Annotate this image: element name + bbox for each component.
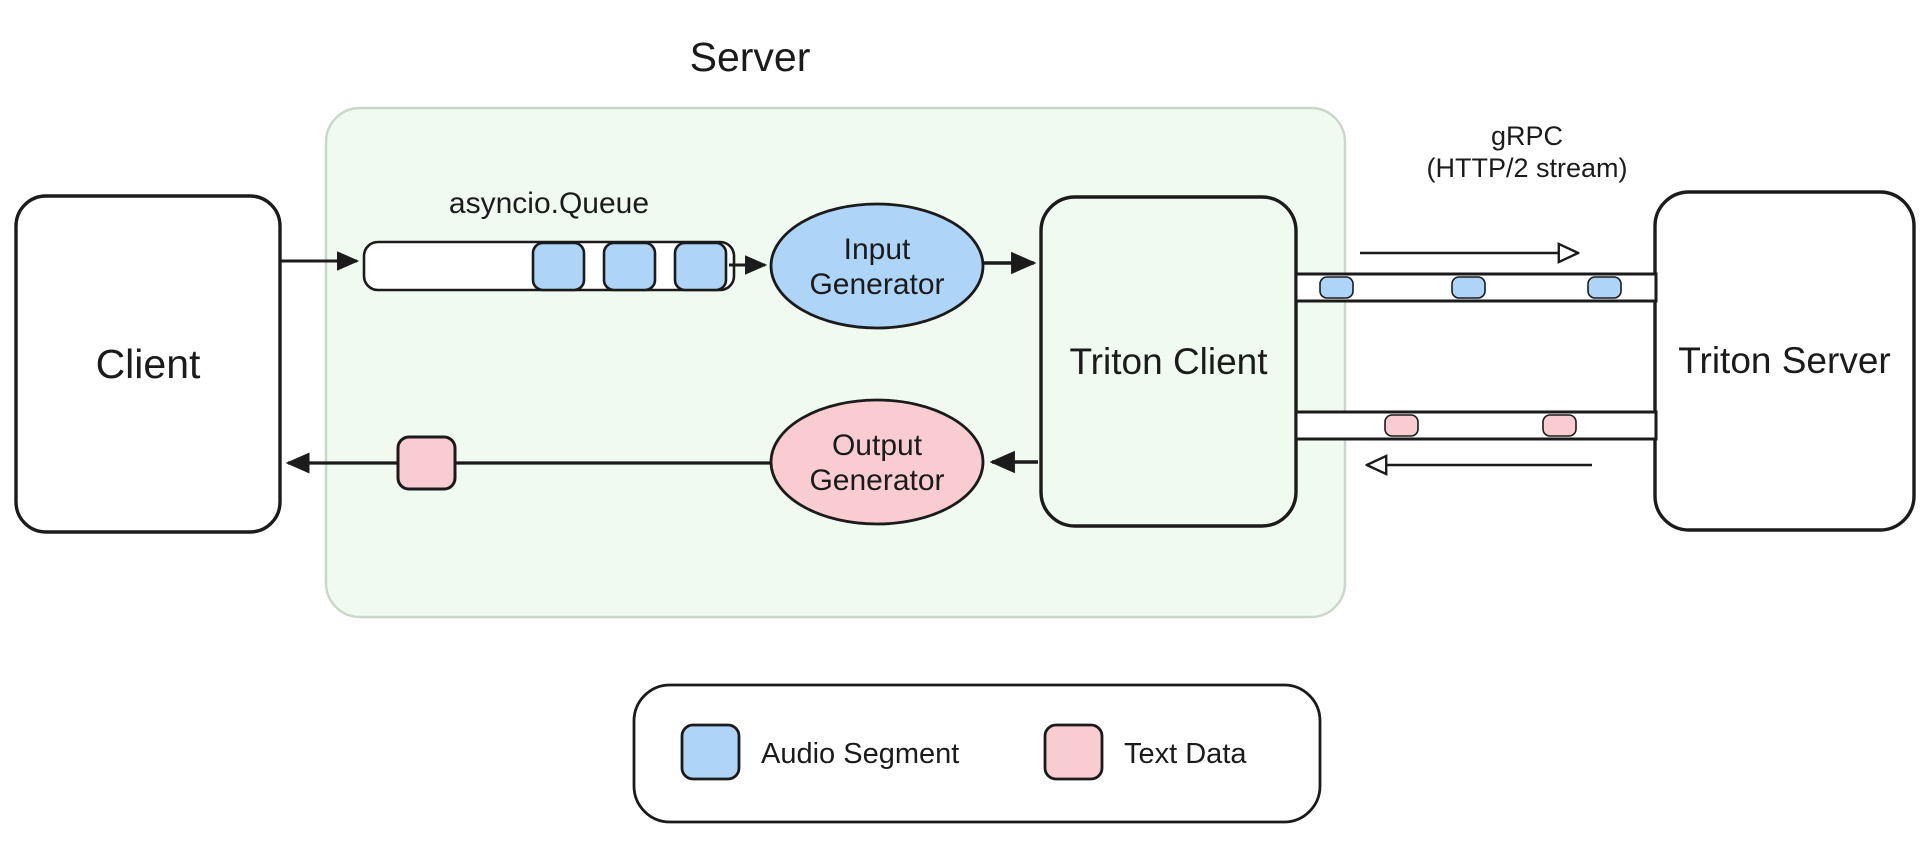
client-node[interactable] bbox=[14, 194, 282, 534]
upstream-packet bbox=[1587, 276, 1622, 299]
upstream-packet bbox=[1319, 276, 1354, 299]
queue-item bbox=[531, 241, 586, 292]
queue-item bbox=[602, 241, 657, 292]
input-generator-label-line2: Generator bbox=[809, 268, 945, 301]
input-generator-label-line1: Input bbox=[843, 232, 911, 266]
legend-box bbox=[632, 683, 1322, 824]
grpc-connection-label: gRPC (HTTP/2 stream) bbox=[1365, 120, 1689, 186]
triton-client-node[interactable] bbox=[1039, 195, 1298, 528]
downstream-packet bbox=[1542, 414, 1577, 437]
output-generator-node-label: Output Generator bbox=[771, 428, 983, 497]
output-generator-label-line1: Output bbox=[831, 428, 923, 462]
output-generator-node[interactable] bbox=[769, 398, 985, 526]
grpc-label-line1: gRPC bbox=[1490, 121, 1564, 152]
legend-swatch-audio-segment bbox=[680, 723, 741, 781]
legend-swatch-text-data bbox=[1043, 723, 1104, 781]
grpc-downstream-channel bbox=[1294, 410, 1658, 441]
output-generator-label-line2: Generator bbox=[809, 464, 945, 497]
triton-server-node[interactable] bbox=[1653, 190, 1916, 532]
return-packet bbox=[396, 435, 457, 491]
grpc-label-line2: (HTTP/2 stream) bbox=[1426, 153, 1628, 183]
downstream-packet bbox=[1384, 414, 1419, 437]
input-generator-node-label: Input Generator bbox=[771, 232, 983, 301]
upstream-packet bbox=[1451, 276, 1486, 299]
queue-item bbox=[673, 241, 728, 292]
input-generator-node[interactable] bbox=[769, 202, 985, 330]
